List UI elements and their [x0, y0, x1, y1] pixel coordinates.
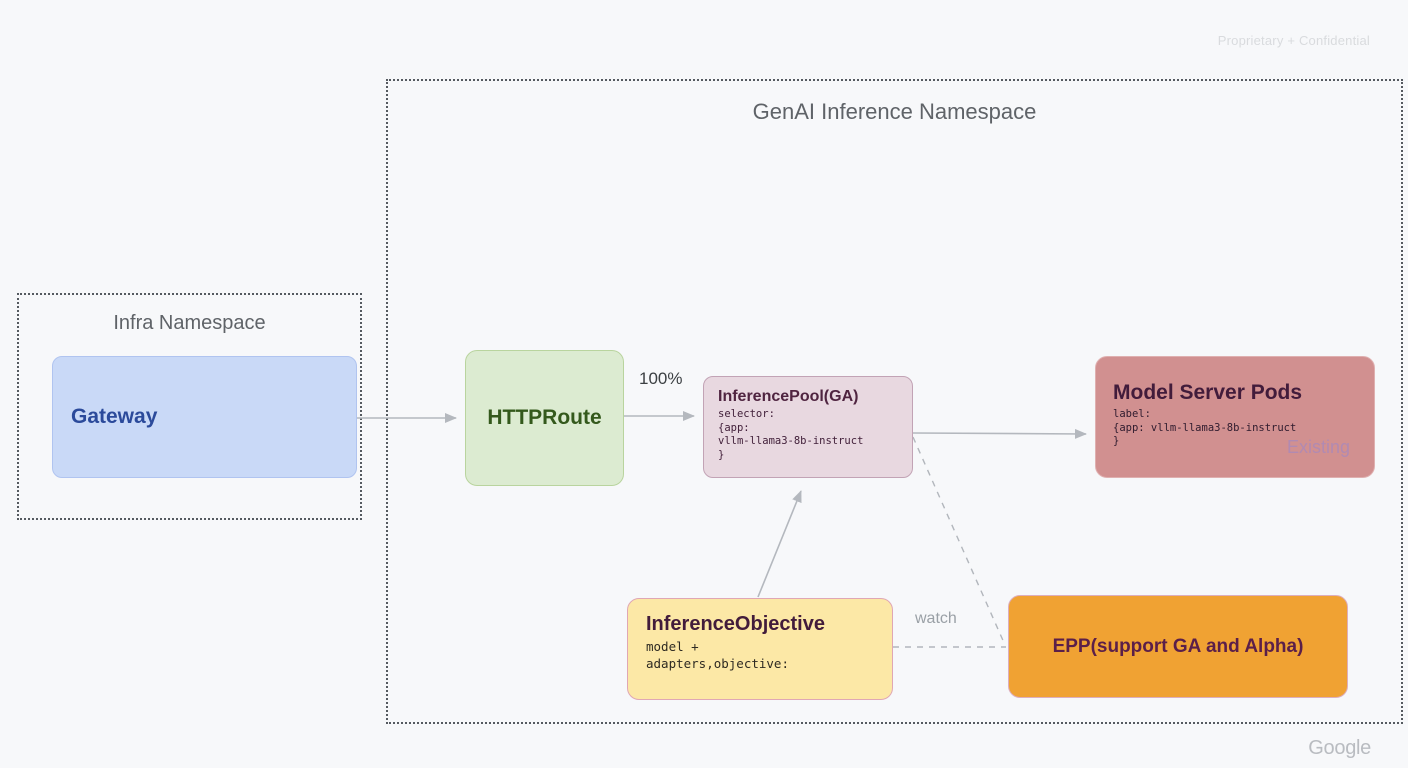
code-line: } — [1113, 435, 1120, 447]
genai-namespace-container: GenAI Inference Namespace — [386, 79, 1403, 724]
gateway-node: Gateway — [52, 356, 357, 478]
code-line: {app: vllm-llama3-8b-instruct — [1113, 421, 1297, 434]
model-server-pods-node: Model Server Pods label: {app: vllm-llam… — [1095, 356, 1375, 478]
bottom-strip — [0, 768, 1408, 775]
code-line: label: — [1113, 408, 1151, 420]
inference-objective-node: InferenceObjective model + adapters,obje… — [627, 598, 893, 700]
code-line: model + — [646, 639, 699, 654]
code-line: vllm-llama3-8b-instruct — [718, 435, 864, 447]
inference-objective-title: InferenceObjective — [646, 613, 825, 635]
httproute-label: HTTPRoute — [487, 406, 602, 429]
gateway-label: Gateway — [71, 405, 158, 428]
inference-pool-title: InferencePool(GA) — [718, 388, 859, 405]
model-server-pods-title: Model Server Pods — [1113, 381, 1303, 404]
existing-badge: Existing — [1286, 437, 1350, 457]
model-server-pods-label-code: label: {app: vllm-llama3-8b-instruct } — [1113, 408, 1366, 449]
epp-label: EPP(support GA and Alpha) — [1052, 635, 1304, 657]
confidentiality-watermark: Proprietary + Confidential — [1217, 33, 1370, 48]
code-line: selector: — [718, 408, 775, 420]
infra-namespace-container: Infra Namespace — [17, 293, 362, 520]
watch-label: watch — [915, 610, 957, 627]
inference-pool-node: InferencePool(GA) selector: {app: vllm-l… — [703, 376, 913, 478]
epp-node: EPP(support GA and Alpha) — [1008, 595, 1348, 698]
inference-objective-code: model + adapters,objective: — [646, 639, 884, 672]
code-line: adapters,objective: — [646, 655, 789, 671]
httproute-node: HTTPRoute — [465, 350, 624, 486]
code-line: {app: — [718, 421, 750, 434]
google-logo: Google — [1308, 737, 1371, 759]
code-line: } — [718, 448, 725, 461]
genai-namespace-title: GenAI Inference Namespace — [752, 99, 1037, 124]
traffic-percent-label: 100% — [639, 369, 683, 388]
inference-pool-selector-code: selector: {app: vllm-llama3-8b-instruct … — [718, 408, 904, 462]
infra-namespace-title: Infra Namespace — [113, 312, 266, 334]
